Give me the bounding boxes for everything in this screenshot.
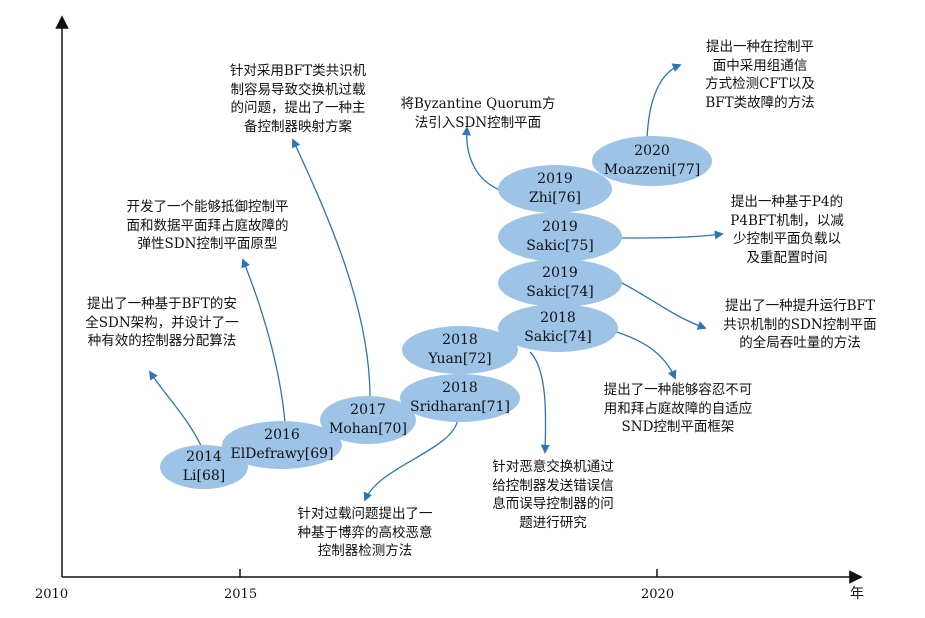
node-ref: Zhi[76] xyxy=(529,190,581,206)
node-sakic74a: 2018 Sakic[74] xyxy=(498,304,618,352)
annotation-line: 提出一种基于P4的 xyxy=(730,194,844,210)
arrow-sakic75 xyxy=(619,230,724,240)
annotation-mohan70: 针对采用BFT类共识机 制容易导致交换机过载 的问题，提出了一种主 备控制器映射… xyxy=(208,62,388,136)
annotation-moazzeni77: 提出一种在控制平 面中采用组通信 方式检测CFT以及 BFT类故障的方法 xyxy=(680,38,840,112)
node-ref: Mohan[70] xyxy=(329,421,407,437)
annotation-line: BFT类故障的方法 xyxy=(705,94,815,111)
node-year: 2017 xyxy=(350,402,386,418)
annotation-line: 题进行研究 xyxy=(519,514,587,531)
arrow-sridharan71 xyxy=(363,417,459,502)
axis-year-2020: 2020 xyxy=(641,587,675,602)
node-sakic75: 2019 Sakic[75] xyxy=(498,212,622,262)
annotation-sakic74b: 提出了一种提升运行BFT 共识机制的SDN控制平面 的全局吞吐量的方法 xyxy=(700,297,900,353)
node-year: 2014 xyxy=(186,449,222,465)
node-mohan70: 2017 Mohan[70] xyxy=(320,396,416,444)
annotation-line: 提出了一种能够容忍不可 xyxy=(603,382,753,398)
annotation-line: 开发了一个能够抵御控制平 xyxy=(126,199,289,215)
annotation-line: 针对采用BFT类共识机 xyxy=(229,63,367,79)
annotation-line: 将Byzantine Quorum方 xyxy=(400,96,556,112)
arrow-sakic74a xyxy=(609,329,677,380)
annotation-line: 共识机制的SDN控制平面 xyxy=(723,316,877,333)
annotation-line: 备控制器映射方案 xyxy=(244,118,352,135)
annotation-line: 及重配置时间 xyxy=(746,249,828,266)
node-yuan72: 2018 Yuan[72] xyxy=(402,326,518,374)
node-year: 2016 xyxy=(264,427,300,443)
node-ref: Sridharan[71] xyxy=(410,399,510,415)
axis-year-2015: 2015 xyxy=(224,587,258,602)
node-year: 2018 xyxy=(442,332,478,348)
annotation-line: 的问题，提出了一种主 xyxy=(230,100,366,116)
arrow-eldefrawy69 xyxy=(241,258,286,423)
node-zhi76: 2019 Zhi[76] xyxy=(498,165,612,213)
annotation-line: 面中采用组通信 xyxy=(712,57,808,74)
axis-unit-label: 年 xyxy=(850,586,864,602)
node-ref: Sakic[75] xyxy=(526,238,594,254)
node-year: 2018 xyxy=(442,380,478,396)
arrow-mohan70 xyxy=(291,138,371,399)
annotation-line: 息而误导控制器的问 xyxy=(492,496,614,512)
arrow-yuan72 xyxy=(529,351,550,454)
annotation-line: 给控制器发送错误信 xyxy=(492,477,614,494)
node-year: 2020 xyxy=(634,143,670,159)
annotation-eldefrawy69: 开发了一个能够抵御控制平 面和数据平面拜占庭故障的 弹性SDN控制平面原型 xyxy=(100,198,315,254)
annotation-line: P4BFT机制，以减 xyxy=(730,212,844,229)
node-ref: Li[68] xyxy=(182,468,226,484)
node-ref: Sakic[74] xyxy=(524,329,592,345)
node-year: 2019 xyxy=(542,265,578,281)
node-year: 2019 xyxy=(542,219,578,235)
arrow-zhi76 xyxy=(461,126,501,191)
annotation-zhi76: 将Byzantine Quorum方 法引入SDN控制平面 xyxy=(393,95,563,132)
node-moazzeni77: 2020 Moazzeni[77] xyxy=(592,136,712,186)
annotation-line: 弹性SDN控制平面原型 xyxy=(137,236,278,252)
annotation-yuan72: 针对恶意交换机通过 给控制器发送错误信 息而误导控制器的问 题进行研究 xyxy=(478,458,628,532)
annotation-line: 全SDN架构，并设计了一 xyxy=(85,314,239,331)
annotation-line: 用和拜占庭故障的自适应 xyxy=(603,400,753,417)
annotation-sridharan71: 针对过载问题提出了一 种基于博弈的高校恶意 控制器检测方法 xyxy=(270,505,460,561)
arrow-sakic74b xyxy=(619,281,707,330)
annotation-line: 提出一种在控制平 xyxy=(706,39,814,55)
annotation-line: 控制器检测方法 xyxy=(317,543,413,559)
annotation-line: 种有效的控制器分配算法 xyxy=(87,333,237,349)
annotation-line: SND控制平面框架 xyxy=(621,419,735,435)
annotation-line: 制容易导致交换机过载 xyxy=(230,81,366,98)
annotation-sakic74a: 提出了一种能够容忍不可 用和拜占庭故障的自适应 SND控制平面框架 xyxy=(578,381,778,437)
annotation-line: 提出了一种基于BFT的安 xyxy=(87,296,237,312)
node-ref: Sakic[74] xyxy=(526,284,594,300)
node-year: 2018 xyxy=(540,310,576,326)
annotation-line: 提出了一种提升运行BFT xyxy=(725,298,875,314)
arrow-moazzeni77 xyxy=(646,63,682,141)
annotation-line: 法引入SDN控制平面 xyxy=(414,114,542,131)
node-ref: Yuan[72] xyxy=(428,351,492,367)
annotation-sakic75: 提出一种基于P4的 P4BFT机制，以减 少控制平面负载以 及重配置时间 xyxy=(712,193,862,267)
axis-year-2010: 2010 xyxy=(35,587,69,602)
annotation-line: 面和数据平面拜占庭故障的 xyxy=(126,217,289,234)
annotation-line: 针对恶意交换机通过 xyxy=(492,459,614,475)
node-ref: Moazzeni[77] xyxy=(603,162,701,178)
node-sakic74b: 2019 Sakic[74] xyxy=(498,259,622,307)
node-eldefrawy69: 2016 ElDefrawy[69] xyxy=(222,421,342,469)
arrow-li68 xyxy=(149,370,204,451)
node-ref: ElDefrawy[69] xyxy=(230,446,334,462)
annotation-line: 的全局吞吐量的方法 xyxy=(739,335,861,351)
annotation-line: 种基于博弈的高校恶意 xyxy=(297,524,433,541)
annotation-li68: 提出了一种基于BFT的安 全SDN架构，并设计了一 种有效的控制器分配算法 xyxy=(62,295,262,351)
node-year: 2019 xyxy=(537,171,573,187)
annotation-line: 少控制平面负载以 xyxy=(733,231,841,247)
annotation-line: 方式检测CFT以及 xyxy=(705,76,815,92)
annotation-line: 针对过载问题提出了一 xyxy=(297,506,433,522)
node-sridharan71: 2018 Sridharan[71] xyxy=(400,374,520,422)
